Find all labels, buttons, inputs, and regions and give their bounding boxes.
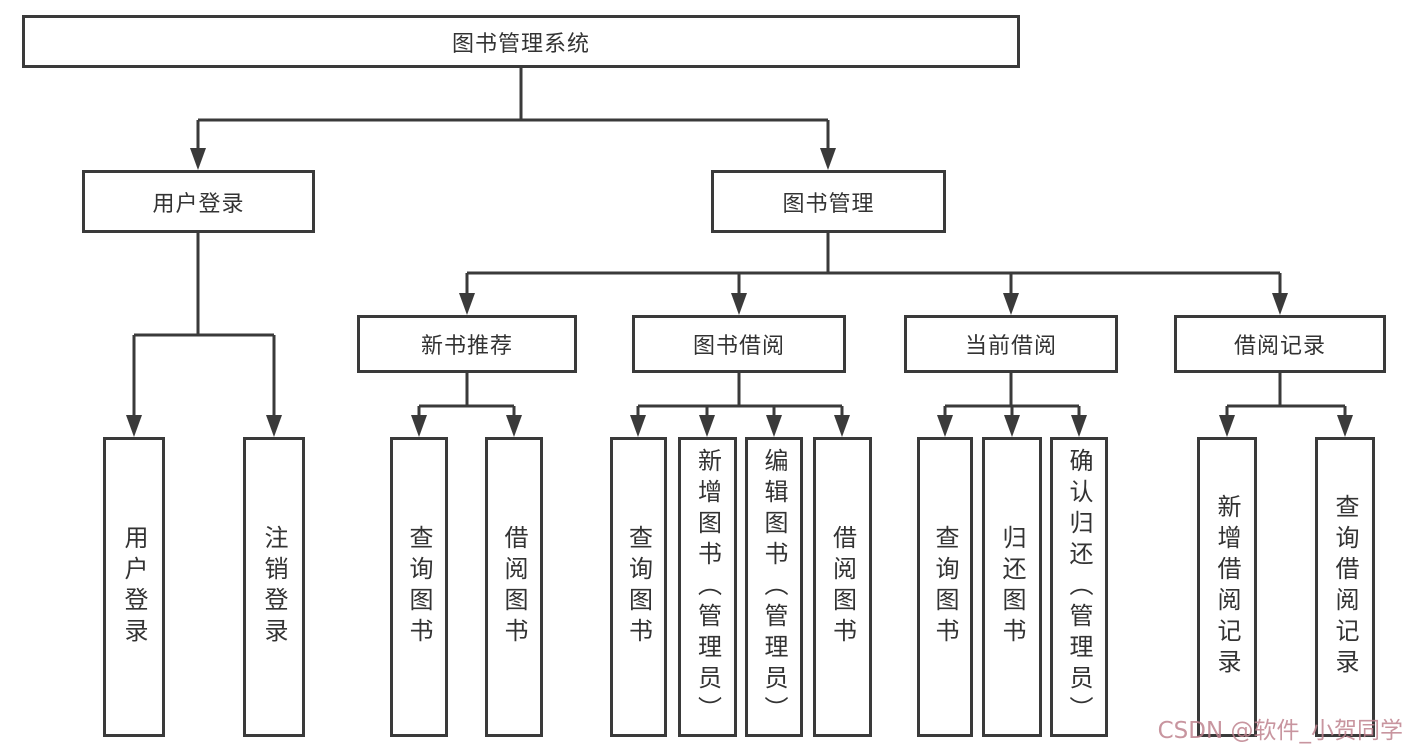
arrowhead (820, 148, 836, 170)
connector-new-book-recommend-children (411, 373, 522, 437)
leaf-logout-label: 注销登录 (260, 525, 288, 649)
leaf-query-books-1: 查询图书 (390, 437, 448, 737)
connector-root-to-level2 (190, 68, 836, 170)
node-book-management-system: 图书管理系统 (22, 15, 1020, 68)
arrowhead (699, 415, 715, 437)
arrowhead (766, 415, 782, 437)
node-book-management-system-label: 图书管理系统 (451, 31, 590, 57)
node-user-login-module-label: 用户登录 (152, 191, 245, 217)
connector-user-login-children (126, 233, 282, 437)
leaf-query-books-2-label: 查询图书 (624, 525, 653, 649)
leaf-add-borrow-record: 新增借阅记录 (1197, 437, 1257, 737)
arrowhead (1071, 415, 1087, 437)
node-book-management-module-label: 图书管理 (782, 191, 875, 217)
leaf-borrow-books-1: 借阅图书 (485, 437, 543, 737)
leaf-edit-books-admin: 编辑图书（管理员） (745, 437, 803, 737)
arrowhead (937, 415, 953, 437)
arrowhead (459, 293, 475, 315)
leaf-confirm-return-admin-label: 确认归还（管理员） (1065, 447, 1093, 727)
leaf-user-login-label: 用户登录 (120, 525, 148, 649)
node-borrow-records-label: 借阅记录 (1233, 334, 1326, 359)
leaf-add-borrow-record-label: 新增借阅记录 (1213, 494, 1241, 680)
arrowhead (266, 415, 282, 437)
leaf-query-books-2: 查询图书 (610, 437, 667, 737)
node-current-borrow: 当前借阅 (904, 315, 1118, 373)
arrowhead (834, 415, 850, 437)
node-book-management-module: 图书管理 (711, 170, 946, 233)
arrowhead (731, 293, 747, 315)
connector-current-borrow-children (937, 373, 1087, 437)
node-book-borrow-label: 图书借阅 (692, 334, 785, 359)
node-borrow-records: 借阅记录 (1174, 315, 1386, 373)
node-current-borrow-label: 当前借阅 (964, 334, 1057, 359)
leaf-query-books-3: 查询图书 (917, 437, 973, 737)
leaf-add-books-admin-label: 新增图书（管理员） (693, 447, 722, 727)
leaf-borrow-books-2-label: 借阅图书 (828, 525, 857, 649)
arrowhead (1337, 415, 1353, 437)
leaf-edit-books-admin-label: 编辑图书（管理员） (760, 447, 788, 727)
leaf-add-books-admin: 新增图书（管理员） (678, 437, 737, 737)
node-new-book-recommend: 新书推荐 (357, 315, 577, 373)
arrowhead (1003, 293, 1019, 315)
arrowhead (126, 415, 142, 437)
leaf-logout: 注销登录 (243, 437, 305, 737)
node-book-borrow: 图书借阅 (632, 315, 846, 373)
node-new-book-recommend-label: 新书推荐 (420, 334, 513, 359)
leaf-borrow-books-2: 借阅图书 (813, 437, 872, 737)
arrowhead (506, 415, 522, 437)
leaf-query-books-3-label: 查询图书 (931, 525, 959, 649)
arrowhead (411, 415, 427, 437)
leaf-borrow-books-1-label: 借阅图书 (500, 525, 528, 649)
leaf-return-books: 归还图书 (982, 437, 1042, 737)
connector-book-borrow-children (630, 373, 850, 437)
leaf-confirm-return-admin: 确认归还（管理员） (1050, 437, 1108, 737)
arrowhead (1272, 293, 1288, 315)
csdn-watermark: CSDN @软件_小贺同学 (1157, 718, 1403, 744)
arrowhead (630, 415, 646, 437)
connector-borrow-records-children (1219, 373, 1353, 437)
arrowhead (1219, 415, 1235, 437)
leaf-query-borrow-record-label: 查询借阅记录 (1331, 494, 1359, 680)
node-user-login-module: 用户登录 (82, 170, 315, 233)
leaf-return-books-label: 归还图书 (998, 525, 1026, 649)
connector-book-management-children (459, 233, 1288, 315)
leaf-query-borrow-record: 查询借阅记录 (1315, 437, 1375, 737)
arrowhead (190, 148, 206, 170)
leaf-query-books-1-label: 查询图书 (405, 525, 433, 649)
arrowhead (1004, 415, 1020, 437)
leaf-user-login: 用户登录 (103, 437, 165, 737)
